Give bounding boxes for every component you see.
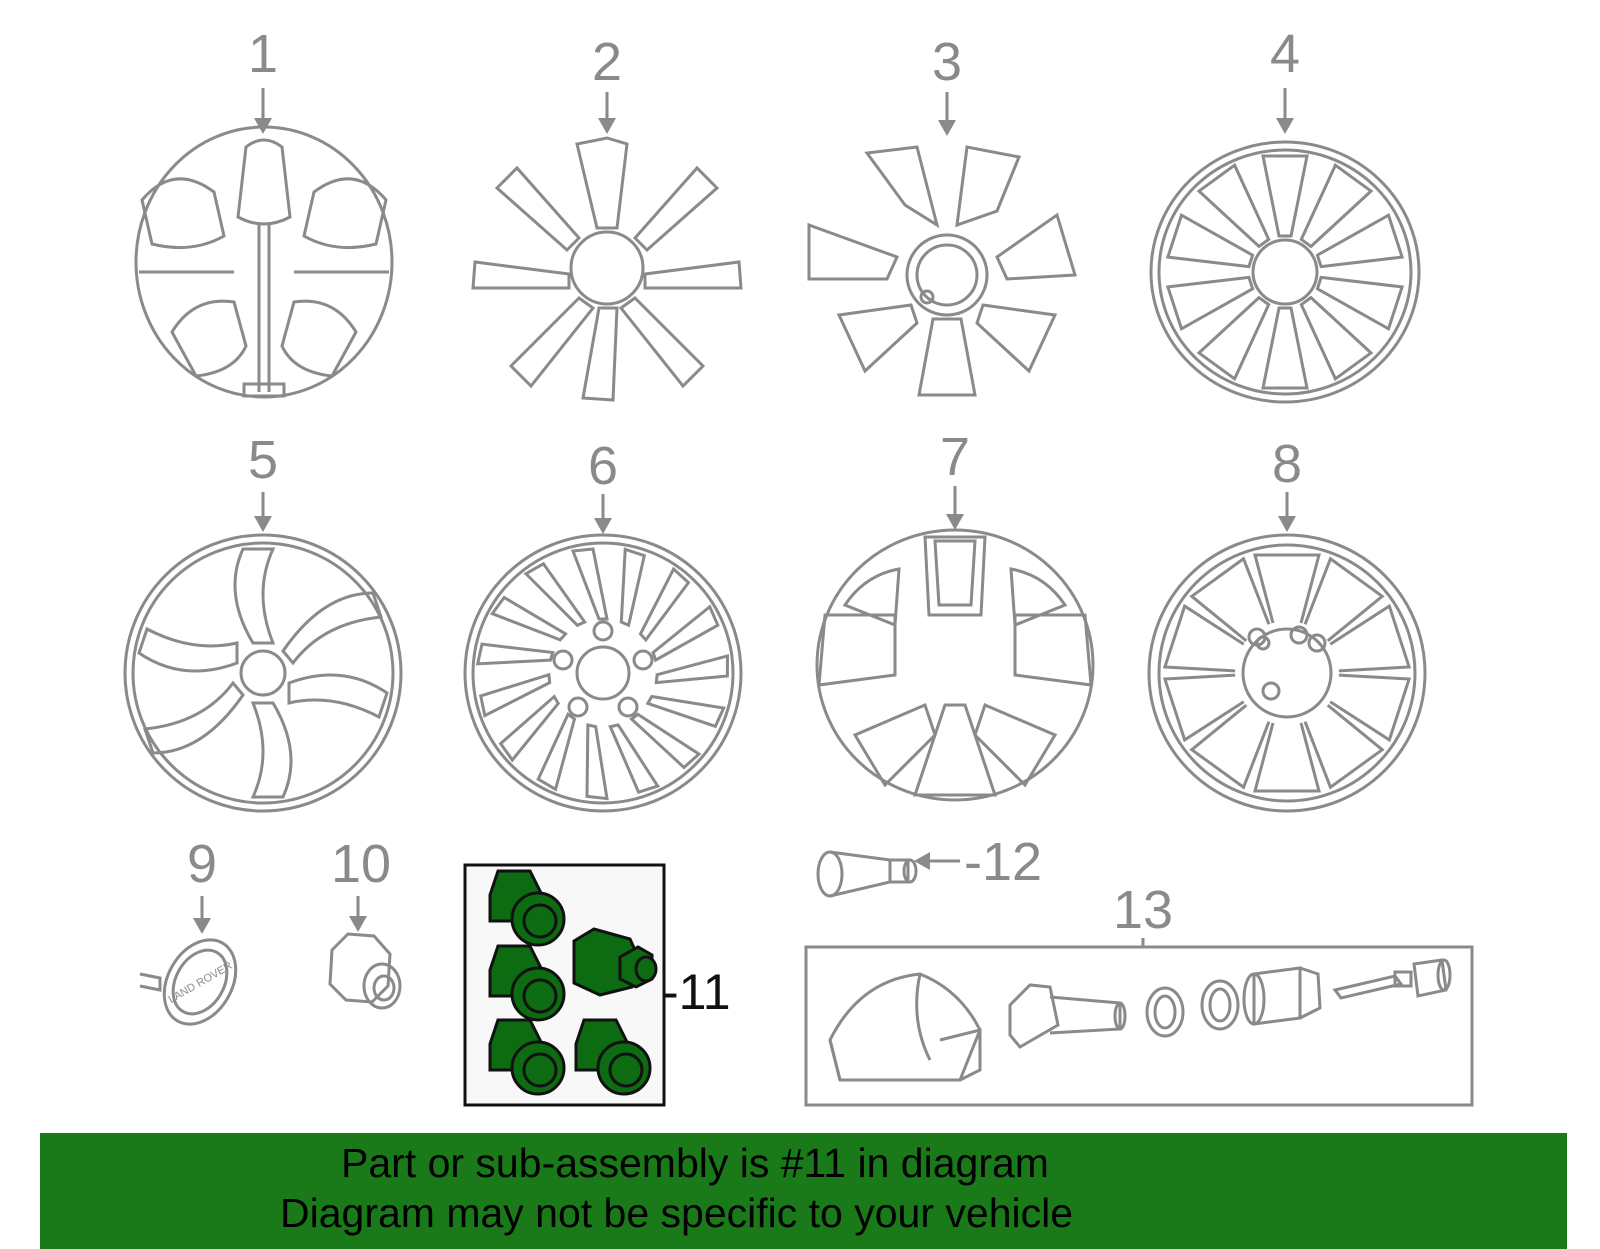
center-cap-badge[interactable]: LAND ROVER (139, 927, 250, 1037)
wheel-1[interactable] (134, 125, 394, 399)
notice-banner: Part or sub-assembly is #11 in diagram D… (40, 1133, 1567, 1249)
wheel-lock-key[interactable] (572, 927, 658, 997)
callout-9[interactable]: 9 (187, 834, 217, 894)
arrowhead-5 (254, 516, 272, 532)
tpms-valve-cap[interactable] (1412, 958, 1452, 998)
tpms-seal-ring-1[interactable] (1145, 986, 1185, 1038)
valve-stem[interactable] (816, 850, 918, 898)
callout-11[interactable]: -11 (662, 964, 731, 1020)
wheel-3[interactable] (807, 145, 1077, 397)
callout-2[interactable]: 2 (592, 32, 622, 92)
arrowhead-9 (193, 918, 211, 934)
arrowhead-7 (946, 514, 964, 530)
arrowhead-10 (349, 916, 367, 932)
banner-line-1: Part or sub-assembly is #11 in diagram (341, 1140, 1049, 1186)
part-13-box[interactable] (804, 945, 1474, 1107)
arrowhead-3 (938, 120, 956, 136)
arrowhead-6 (594, 518, 612, 534)
callout-12[interactable]: -12 (964, 832, 1042, 892)
tpms-sensor-kit[interactable] (828, 958, 1452, 1082)
callout-5[interactable]: 5 (248, 430, 278, 490)
wheel-6[interactable] (463, 533, 743, 813)
wheel-2[interactable] (471, 136, 743, 402)
arrowhead-2 (598, 118, 616, 134)
callout-6[interactable]: 6 (588, 436, 618, 496)
callout-7[interactable]: 7 (940, 427, 970, 487)
callout-1[interactable]: 1 (248, 24, 278, 84)
tpms-valve[interactable] (1008, 983, 1127, 1049)
wheel-5[interactable] (123, 533, 403, 813)
callout-3[interactable]: 3 (932, 32, 962, 92)
wheel-lock-nut-set[interactable] (488, 869, 658, 1096)
wheel-8[interactable] (1147, 533, 1427, 813)
callout-13[interactable]: 13 (1113, 880, 1173, 940)
wheel-7[interactable] (815, 528, 1095, 802)
arrowhead-4 (1276, 118, 1294, 134)
callout-8[interactable]: 8 (1272, 434, 1302, 494)
wheel-4[interactable] (1149, 140, 1421, 404)
tpms-nut[interactable] (1242, 966, 1322, 1026)
callout-10[interactable]: 10 (331, 834, 391, 894)
arrowhead-12 (914, 852, 930, 870)
tpms-valve-core[interactable] (1332, 970, 1413, 1000)
tpms-sensor[interactable] (828, 972, 982, 1082)
banner-line-2: Diagram may not be specific to your vehi… (280, 1190, 1074, 1236)
callout-4[interactable]: 4 (1270, 24, 1300, 84)
lug-nut-cap[interactable] (328, 932, 402, 1010)
tpms-seal-ring-2[interactable] (1200, 979, 1240, 1031)
arrowhead-8 (1278, 516, 1296, 532)
